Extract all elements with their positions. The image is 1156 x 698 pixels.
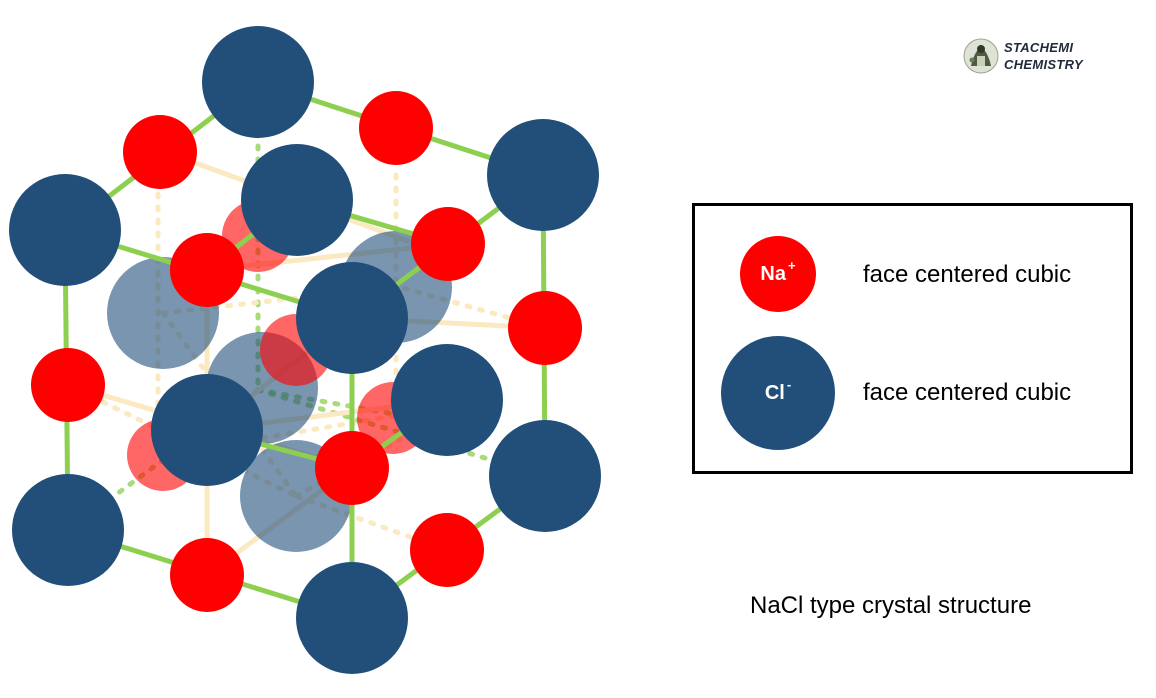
cl-ion — [241, 144, 353, 256]
chloride-description: face centered cubic — [863, 379, 1072, 406]
cl-ion — [9, 174, 121, 286]
cl-ion — [489, 420, 601, 532]
nacl-crystal-lattice — [9, 26, 601, 674]
visible-atoms — [9, 26, 601, 674]
sodium-description: face centered cubic — [863, 261, 1072, 288]
cl-ion — [151, 374, 263, 486]
cl-ion — [487, 119, 599, 231]
na-ion — [359, 91, 433, 165]
cl-ion — [296, 262, 408, 374]
na-ion — [315, 431, 389, 505]
legend-row-sodium: Na+ face centered cubic — [695, 236, 1130, 316]
chloride-symbol: Cl — [764, 381, 785, 404]
cl-ion — [296, 562, 408, 674]
na-ion — [123, 115, 197, 189]
cl-ion — [12, 474, 124, 586]
sodium-ion-swatch: Na+ — [740, 236, 816, 312]
logo-emblem-icon — [963, 38, 999, 74]
sodium-charge: + — [787, 257, 796, 273]
na-ion — [508, 291, 582, 365]
logo-text-line2: CHEMISTRY — [1004, 57, 1084, 72]
cl-ion — [202, 26, 314, 138]
logo-text-line1: STACHEMI — [1004, 40, 1074, 55]
na-ion — [170, 538, 244, 612]
na-ion — [31, 348, 105, 422]
na-ion — [410, 513, 484, 587]
chloride-charge: - — [786, 376, 792, 392]
legend-row-chloride: Cl- face centered cubic — [695, 336, 1130, 450]
na-ion — [170, 233, 244, 307]
cl-ion — [391, 344, 503, 456]
diagram-caption: NaCl type crystal structure — [750, 592, 1032, 619]
legend-box: Na+ face centered cubic Cl- face centere… — [692, 203, 1133, 474]
chloride-ion-swatch: Cl- — [721, 336, 835, 450]
brand-logo: STACHEMI CHEMISTRY — [963, 38, 1103, 78]
sodium-symbol: Na — [760, 262, 786, 285]
na-ion — [411, 207, 485, 281]
